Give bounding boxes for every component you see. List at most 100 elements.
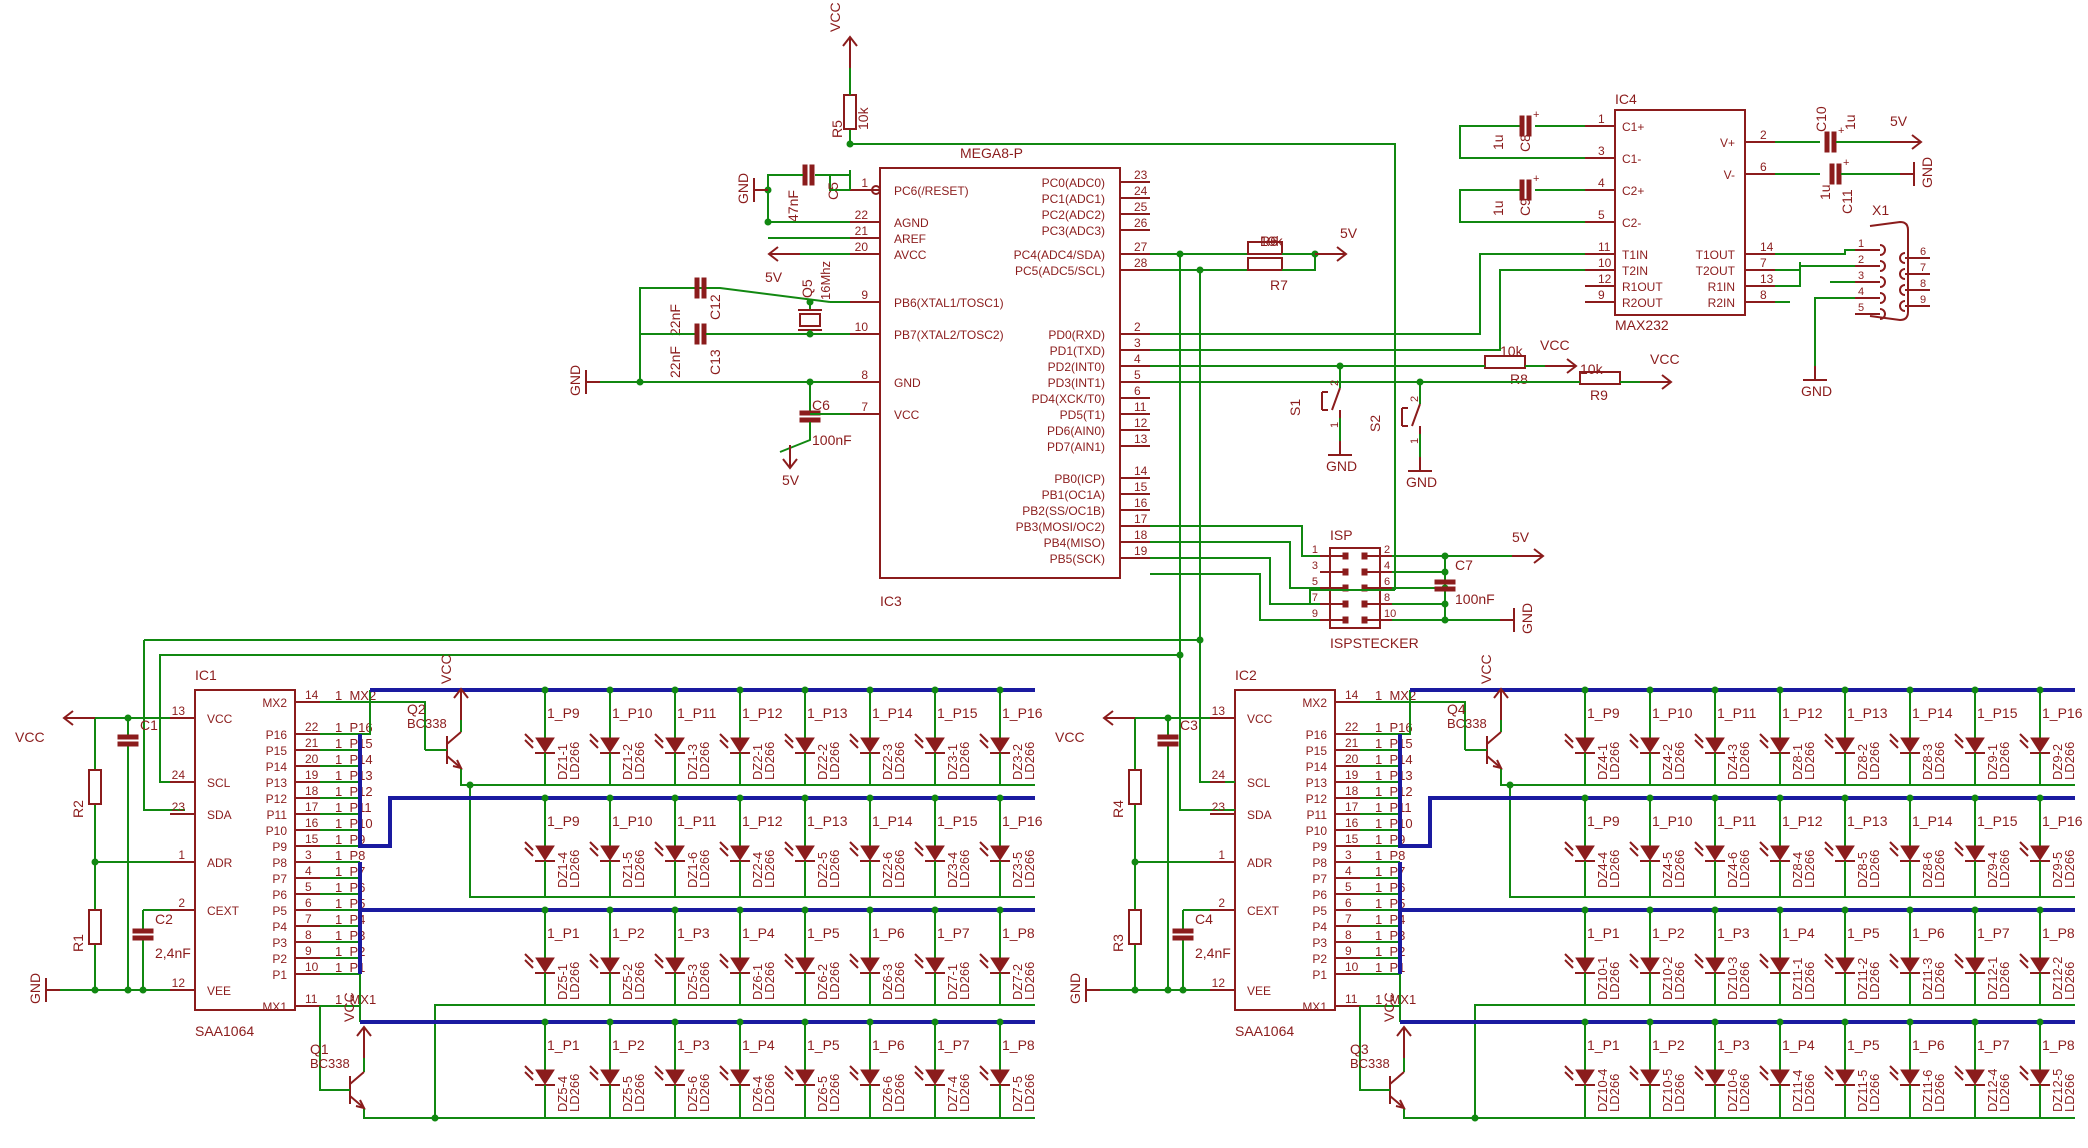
sw-pin: 1 <box>1329 422 1341 428</box>
led-ray <box>979 847 989 857</box>
led-net: 1_P6 <box>872 1037 905 1053</box>
led-part: DZ11-4 <box>1790 1070 1805 1112</box>
supply-label: VCC <box>1478 654 1494 684</box>
pin-number: 18 <box>1134 528 1148 542</box>
pin-number: 6 <box>305 896 312 910</box>
pin-number: 22 <box>855 208 869 222</box>
pin-label: P13 <box>266 776 288 790</box>
saa-body <box>1234 689 1336 1011</box>
led-net: 1_P1 <box>547 925 580 941</box>
junction-dot <box>931 906 939 914</box>
led-triangle <box>1575 957 1595 973</box>
net-label: 1_P12 <box>335 784 373 799</box>
led-triangle <box>1900 737 1920 753</box>
led-ray <box>1824 1065 1834 1075</box>
led-ray <box>524 1065 534 1075</box>
led-type: LD266 <box>957 742 972 780</box>
pin-label: ADR <box>207 856 233 870</box>
led-type: LD266 <box>1022 742 1037 780</box>
led-triangle <box>535 1069 555 1085</box>
led-ray <box>914 953 924 963</box>
pin-number: 28 <box>1134 256 1148 270</box>
resistor-name: R2 <box>70 800 86 818</box>
led-triangle <box>665 957 685 973</box>
resistor-value: 10k <box>1580 361 1604 377</box>
vcc-arrow-Q4: VCC <box>1478 654 1509 720</box>
capacitor-name: C6 <box>812 397 830 413</box>
led-ray <box>2019 847 2029 857</box>
led-net: 1_P15 <box>1977 813 2018 829</box>
led-ray <box>1759 847 1769 857</box>
led-net: 1_P2 <box>1652 1037 1685 1053</box>
cap-plate <box>694 277 700 299</box>
pin-number: 5 <box>1598 208 1605 222</box>
junction-dot <box>1441 552 1449 560</box>
led-part: DZ4-6 <box>1725 852 1740 888</box>
led-net: 1_P16 <box>1002 813 1043 829</box>
tr-type: BC338 <box>1350 1056 1390 1071</box>
led-net: 1_P13 <box>807 813 848 829</box>
led-part: DZ2-1 <box>750 744 765 780</box>
gnd-label: GND <box>1067 973 1083 1004</box>
capacitor-value: 1u <box>1817 184 1833 200</box>
led-triangle <box>1705 737 1725 753</box>
net-label: 1_P11 <box>1375 800 1412 815</box>
led-net: 1_P13 <box>807 705 848 721</box>
led-net: 1_P2 <box>1652 925 1685 941</box>
pin-label: P9 <box>272 840 287 854</box>
junction-dot <box>1416 378 1424 386</box>
cap-plate <box>809 164 815 186</box>
led-net: 1_P3 <box>1717 1037 1750 1053</box>
pin-number: 23 <box>1134 168 1148 182</box>
gnd-switch-s2: GND <box>1406 457 1437 490</box>
net-label: 1_P15 <box>335 736 373 751</box>
saa-name: IC1 <box>195 667 217 683</box>
led-part: DZ6-4 <box>750 1076 765 1112</box>
led-ray <box>914 959 924 969</box>
led-net: 1_P11 <box>1717 705 1757 721</box>
pin-number: 16 <box>1134 496 1148 510</box>
wire <box>779 422 811 453</box>
net-label: 1_P8 <box>1375 848 1405 863</box>
wire <box>1359 1006 1368 1091</box>
isp-pin-number: 5 <box>1312 576 1318 588</box>
capacitor-name: C12 <box>707 294 723 320</box>
junction-dot <box>1776 794 1784 802</box>
resistor-body <box>1247 257 1283 271</box>
led-type: LD266 <box>632 742 647 780</box>
led-triangle <box>1640 1069 1660 1085</box>
pin-label: SDA <box>207 808 232 822</box>
cap-plate <box>1519 115 1525 137</box>
supply-label: VCC <box>15 729 45 745</box>
led-triangle <box>600 957 620 973</box>
led-triangle <box>990 1069 1010 1085</box>
ic3-name: IC3 <box>880 593 902 609</box>
led-type: LD266 <box>567 962 582 1000</box>
pin-number: 2 <box>1134 320 1141 334</box>
pin-label: CEXT <box>207 904 240 918</box>
wire <box>1150 573 1320 621</box>
led-ray <box>524 953 534 963</box>
led-triangle <box>795 957 815 973</box>
pin-label: PB3(MOSI/OC2) <box>1016 520 1105 534</box>
x1-contact <box>1879 244 1886 256</box>
cap-plate <box>1434 579 1456 585</box>
led-triangle <box>1770 737 1790 753</box>
led-part: DZ8-2 <box>1855 744 1870 780</box>
v5-arrow-c6: 5V <box>782 445 800 488</box>
capacitor-value: 1u <box>1842 114 1858 130</box>
led-part: DZ10-4 <box>1595 1069 1610 1112</box>
led-part: DZ2-4 <box>750 852 765 888</box>
pin-number: 6 <box>1134 384 1141 398</box>
wire <box>460 768 1035 786</box>
